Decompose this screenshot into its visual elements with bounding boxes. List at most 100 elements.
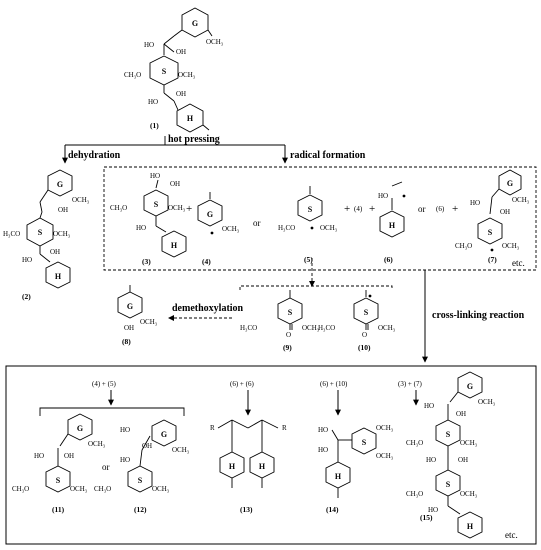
group-oh: OH xyxy=(124,324,134,332)
ring-letter-g: G xyxy=(161,430,167,439)
ring-letter-g: G xyxy=(507,179,513,188)
group-ho: HO xyxy=(136,224,146,232)
group-ch3o: CH₃O xyxy=(406,490,423,498)
group-r: R xyxy=(282,424,287,432)
compound-label-3: (3) xyxy=(142,257,151,266)
ring-g xyxy=(151,419,177,447)
group-ch3o: CH₃O xyxy=(124,71,141,79)
group-oh: OH xyxy=(170,180,180,188)
compound-1-structure: G OCH₃ OH HO S CH₃O OCH₃ OH HO H xyxy=(124,7,224,133)
compound-label-9: (9) xyxy=(283,343,292,352)
ring-letter-h: H xyxy=(171,241,178,250)
or-word: or xyxy=(253,218,261,228)
group-h3co: H₃CO xyxy=(278,224,295,232)
plus-sign: + xyxy=(452,203,458,215)
plus-sign: + xyxy=(369,203,375,215)
group-ho: HO xyxy=(318,446,328,454)
compound-15-structure: G OCH₃ HO OH S CH₃O OCH₃ HO OH S CH₃O OC… xyxy=(406,371,496,539)
group-oh: OH xyxy=(142,442,152,450)
ring-g xyxy=(47,169,73,197)
or-word: or xyxy=(102,462,110,472)
compound-3-structure: HO OH S CH₃O OCH₃ HO H xyxy=(110,172,187,258)
compound-2-structure: G OCH₃ OH S H₃CO OCH₃ OH HO H xyxy=(3,169,90,289)
step-radical-formation: radical formation xyxy=(290,150,366,161)
group-och3: OCH₃ xyxy=(168,204,186,212)
ring-letter-g: G xyxy=(77,424,83,433)
group-och3: OCH₃ xyxy=(172,446,190,454)
compound-label-13: (13) xyxy=(240,505,253,514)
ring-letter-s: S xyxy=(38,228,43,237)
ring-s xyxy=(351,427,377,455)
ring-g xyxy=(181,7,209,38)
ring-letter-s: S xyxy=(446,480,451,489)
group-och3: OCH₃ xyxy=(88,440,106,448)
group-och3: OCH₃ xyxy=(53,230,71,238)
group-och3: OCH₃ xyxy=(512,196,530,204)
compound-8-structure: G OCH₃ OH xyxy=(117,285,158,332)
group-ho: HO xyxy=(120,426,130,434)
group-och3: OCH₃ xyxy=(460,490,478,498)
ring-h xyxy=(176,103,204,133)
compound-label-8: (8) xyxy=(122,337,131,346)
group-ho: HO xyxy=(318,426,328,434)
plus-sign: + xyxy=(344,203,350,215)
group-ch3o: CH₃O xyxy=(406,439,423,447)
compound-13-structure: R R H H xyxy=(210,419,287,488)
step-demethoxylation: demethoxylation xyxy=(172,303,244,314)
combo-4-5: (4) + (5) xyxy=(92,380,116,388)
group-och3: OCH₃ xyxy=(140,318,158,326)
compound-14-structure: HO HO S OCH₃ OCH₃ H xyxy=(318,424,394,498)
group-och3: OCH₃ xyxy=(376,424,394,432)
group-och3: OCH₃ xyxy=(320,224,338,232)
ring-letter-g: G xyxy=(207,210,213,219)
group-oh: OH xyxy=(50,248,60,256)
ring-letter-s: S xyxy=(162,67,167,76)
ring-g xyxy=(67,413,93,441)
group-och3: OCH₃ xyxy=(222,225,240,233)
step-dehydration: dehydration xyxy=(68,150,121,161)
ring-letter-h: H xyxy=(187,114,194,123)
group-oh: OH xyxy=(458,456,468,464)
group-och3: OCH₃ xyxy=(152,485,170,493)
combo-6-10: (6) + (10) xyxy=(320,380,348,388)
ring-h xyxy=(161,230,187,258)
ring-s xyxy=(477,217,503,245)
group-h3co: H₃CO xyxy=(318,324,335,332)
compound-label-4: (4) xyxy=(202,257,211,266)
compound-11-structure: G OCH₃ HO OH S CH₃O OCH₃ xyxy=(12,413,106,493)
ring-s xyxy=(45,465,71,493)
compound-12-structure: G OCH₃ HO OH HO S CH₃O OCH₃ xyxy=(94,419,190,493)
group-oh: OH xyxy=(176,90,186,98)
step-hot-pressing: hot pressing xyxy=(168,134,220,145)
ring-letter-s: S xyxy=(364,308,369,317)
group-h3co: H₃CO xyxy=(3,230,20,238)
group-ho: HO xyxy=(424,402,434,410)
ring-letter-s: S xyxy=(308,205,313,214)
ring-letter-h: H xyxy=(55,272,62,281)
combo-6-6: (6) + (6) xyxy=(230,380,254,388)
ring-letter-g: G xyxy=(127,302,133,311)
ring-letter-g: G xyxy=(57,180,63,189)
ring-h xyxy=(45,261,71,289)
etc-text: etc. xyxy=(512,258,525,268)
ring-s xyxy=(297,194,323,222)
group-oh: OH xyxy=(64,452,74,460)
group-och3: OCH₃ xyxy=(72,196,90,204)
compound-label-1: (1) xyxy=(150,121,159,130)
compound-label-2: (2) xyxy=(22,292,31,301)
compound-label-5: (5) xyxy=(304,255,313,264)
compound-label-11: (11) xyxy=(52,505,65,514)
ring-letter-h: H xyxy=(229,462,236,471)
group-ho: HO xyxy=(22,256,32,264)
group-ho: HO xyxy=(120,456,130,464)
ring-letter-h: H xyxy=(389,221,396,230)
group-r: R xyxy=(210,424,215,432)
group-och3: OCH₃ xyxy=(502,242,520,250)
compound-label-12: (12) xyxy=(134,505,147,514)
ring-letter-g: G xyxy=(192,19,198,28)
radical-formation-box xyxy=(103,166,537,271)
ring-letter-s: S xyxy=(288,308,293,317)
compound-4-structure: G OCH₃ xyxy=(197,192,240,235)
cross-linking-products-box xyxy=(5,365,537,545)
